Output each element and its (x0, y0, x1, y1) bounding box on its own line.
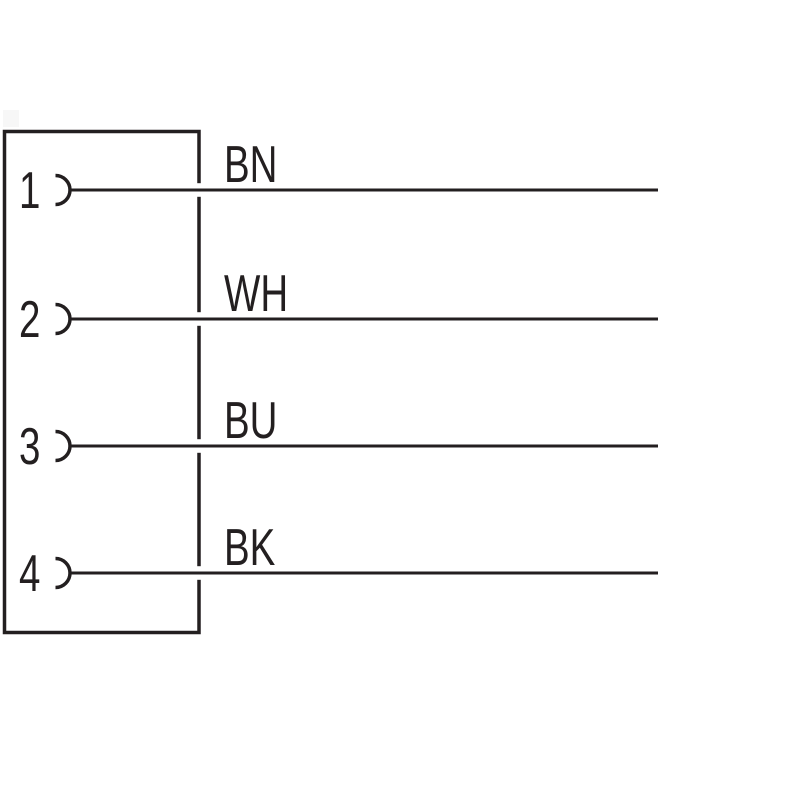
pin-row: 1 BN (19, 135, 658, 219)
wire-color-label: BK (224, 518, 275, 576)
wire-color-label: WH (224, 264, 288, 322)
pin-number: 4 (19, 544, 40, 602)
pin-row: 3 BU (19, 391, 658, 475)
connector-body-outline (2, 129, 201, 635)
pin-row: 4 BK (19, 518, 658, 602)
socket-contact-icon (55, 302, 72, 336)
pin-number: 1 (19, 161, 40, 219)
faint-smudge (3, 110, 19, 127)
pin-row: 2 WH (19, 264, 658, 348)
pin-number: 3 (19, 417, 40, 475)
socket-contact-icon (55, 556, 72, 590)
pin-rows: 1 BN 2 WH 3 BU 4 BK (19, 135, 658, 602)
wire-color-label: BU (224, 391, 277, 449)
socket-contact-icon (55, 173, 72, 207)
wire-color-label: BN (224, 135, 277, 193)
socket-contact-icon (55, 429, 72, 463)
pin-number: 2 (19, 290, 40, 348)
